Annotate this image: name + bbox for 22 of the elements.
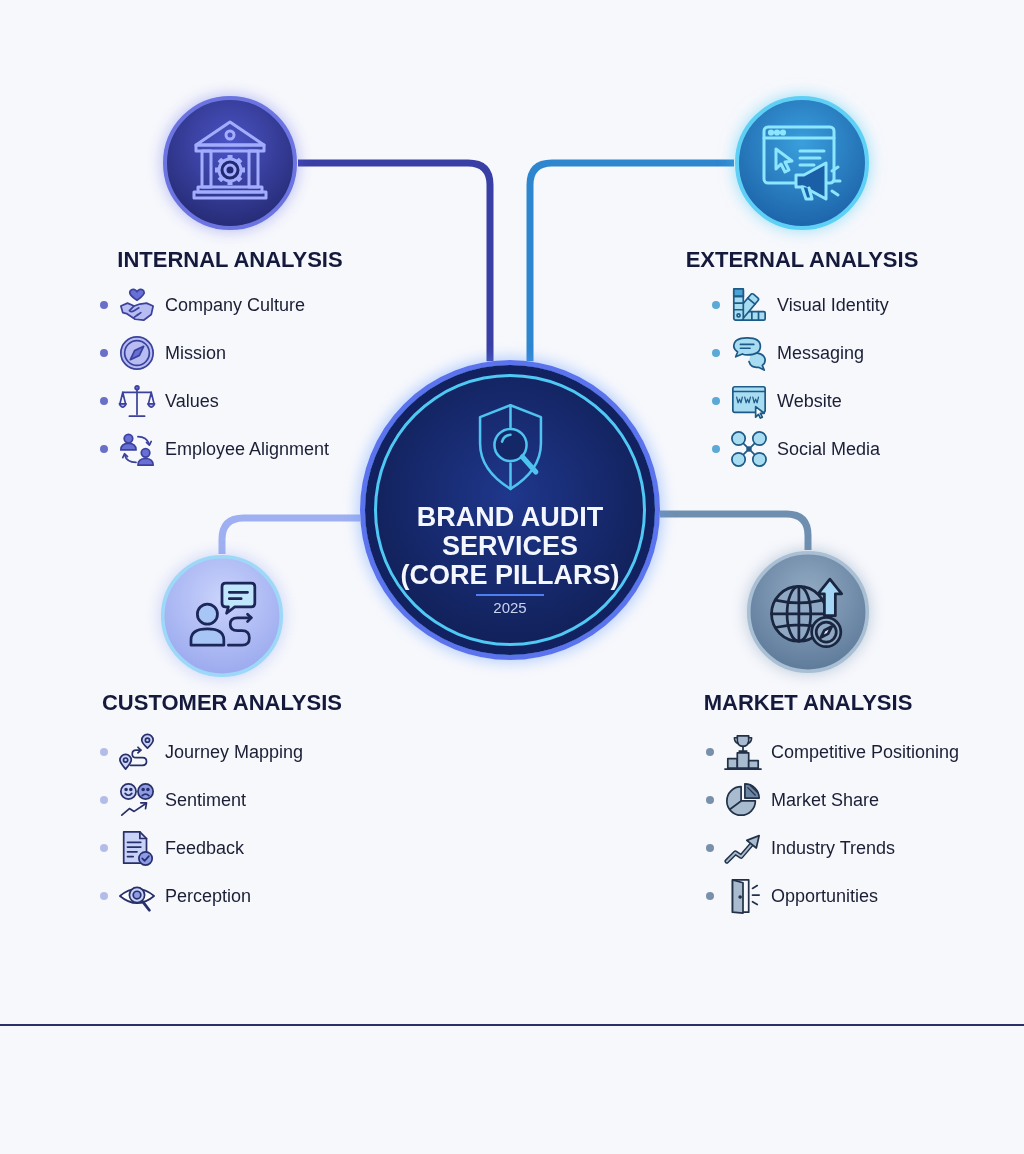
list-item-text: Feedback — [165, 837, 245, 859]
list-item-text: Mission — [165, 342, 226, 364]
section-heading: INTERNAL ANALYSIS — [117, 247, 343, 273]
list-item-text: Employee Alignment — [165, 438, 330, 460]
list-item-text: Website — [777, 390, 842, 412]
list-item-text: Values — [165, 390, 219, 412]
list-item-text: Perception — [165, 885, 252, 907]
list-item-text: Opportunities — [771, 885, 879, 907]
list-item-text: Industry Trends — [771, 837, 896, 859]
hub-subtitle: 2025 — [492, 599, 528, 617]
hub-title: BRAND AUDIT SERVICES (CORE PILLARS) — [399, 503, 621, 590]
section-heading: MARKET ANALYSIS — [703, 690, 913, 716]
list-item-text: Sentiment — [165, 789, 247, 811]
section-heading: EXTERNAL ANALYSIS — [685, 247, 919, 273]
list-item-text: Journey Mapping — [165, 741, 304, 763]
section-heading: CUSTOMER ANALYSIS — [102, 690, 342, 716]
list-item-text: Market Share — [771, 789, 880, 811]
list-item-text: Visual Identity — [777, 294, 889, 316]
list-item-text: Messaging — [777, 342, 865, 364]
list-item-text: Social Media — [777, 438, 881, 460]
list-item-text: Company Culture — [165, 294, 306, 316]
list-item-text: Competitive Positioning — [771, 741, 960, 763]
